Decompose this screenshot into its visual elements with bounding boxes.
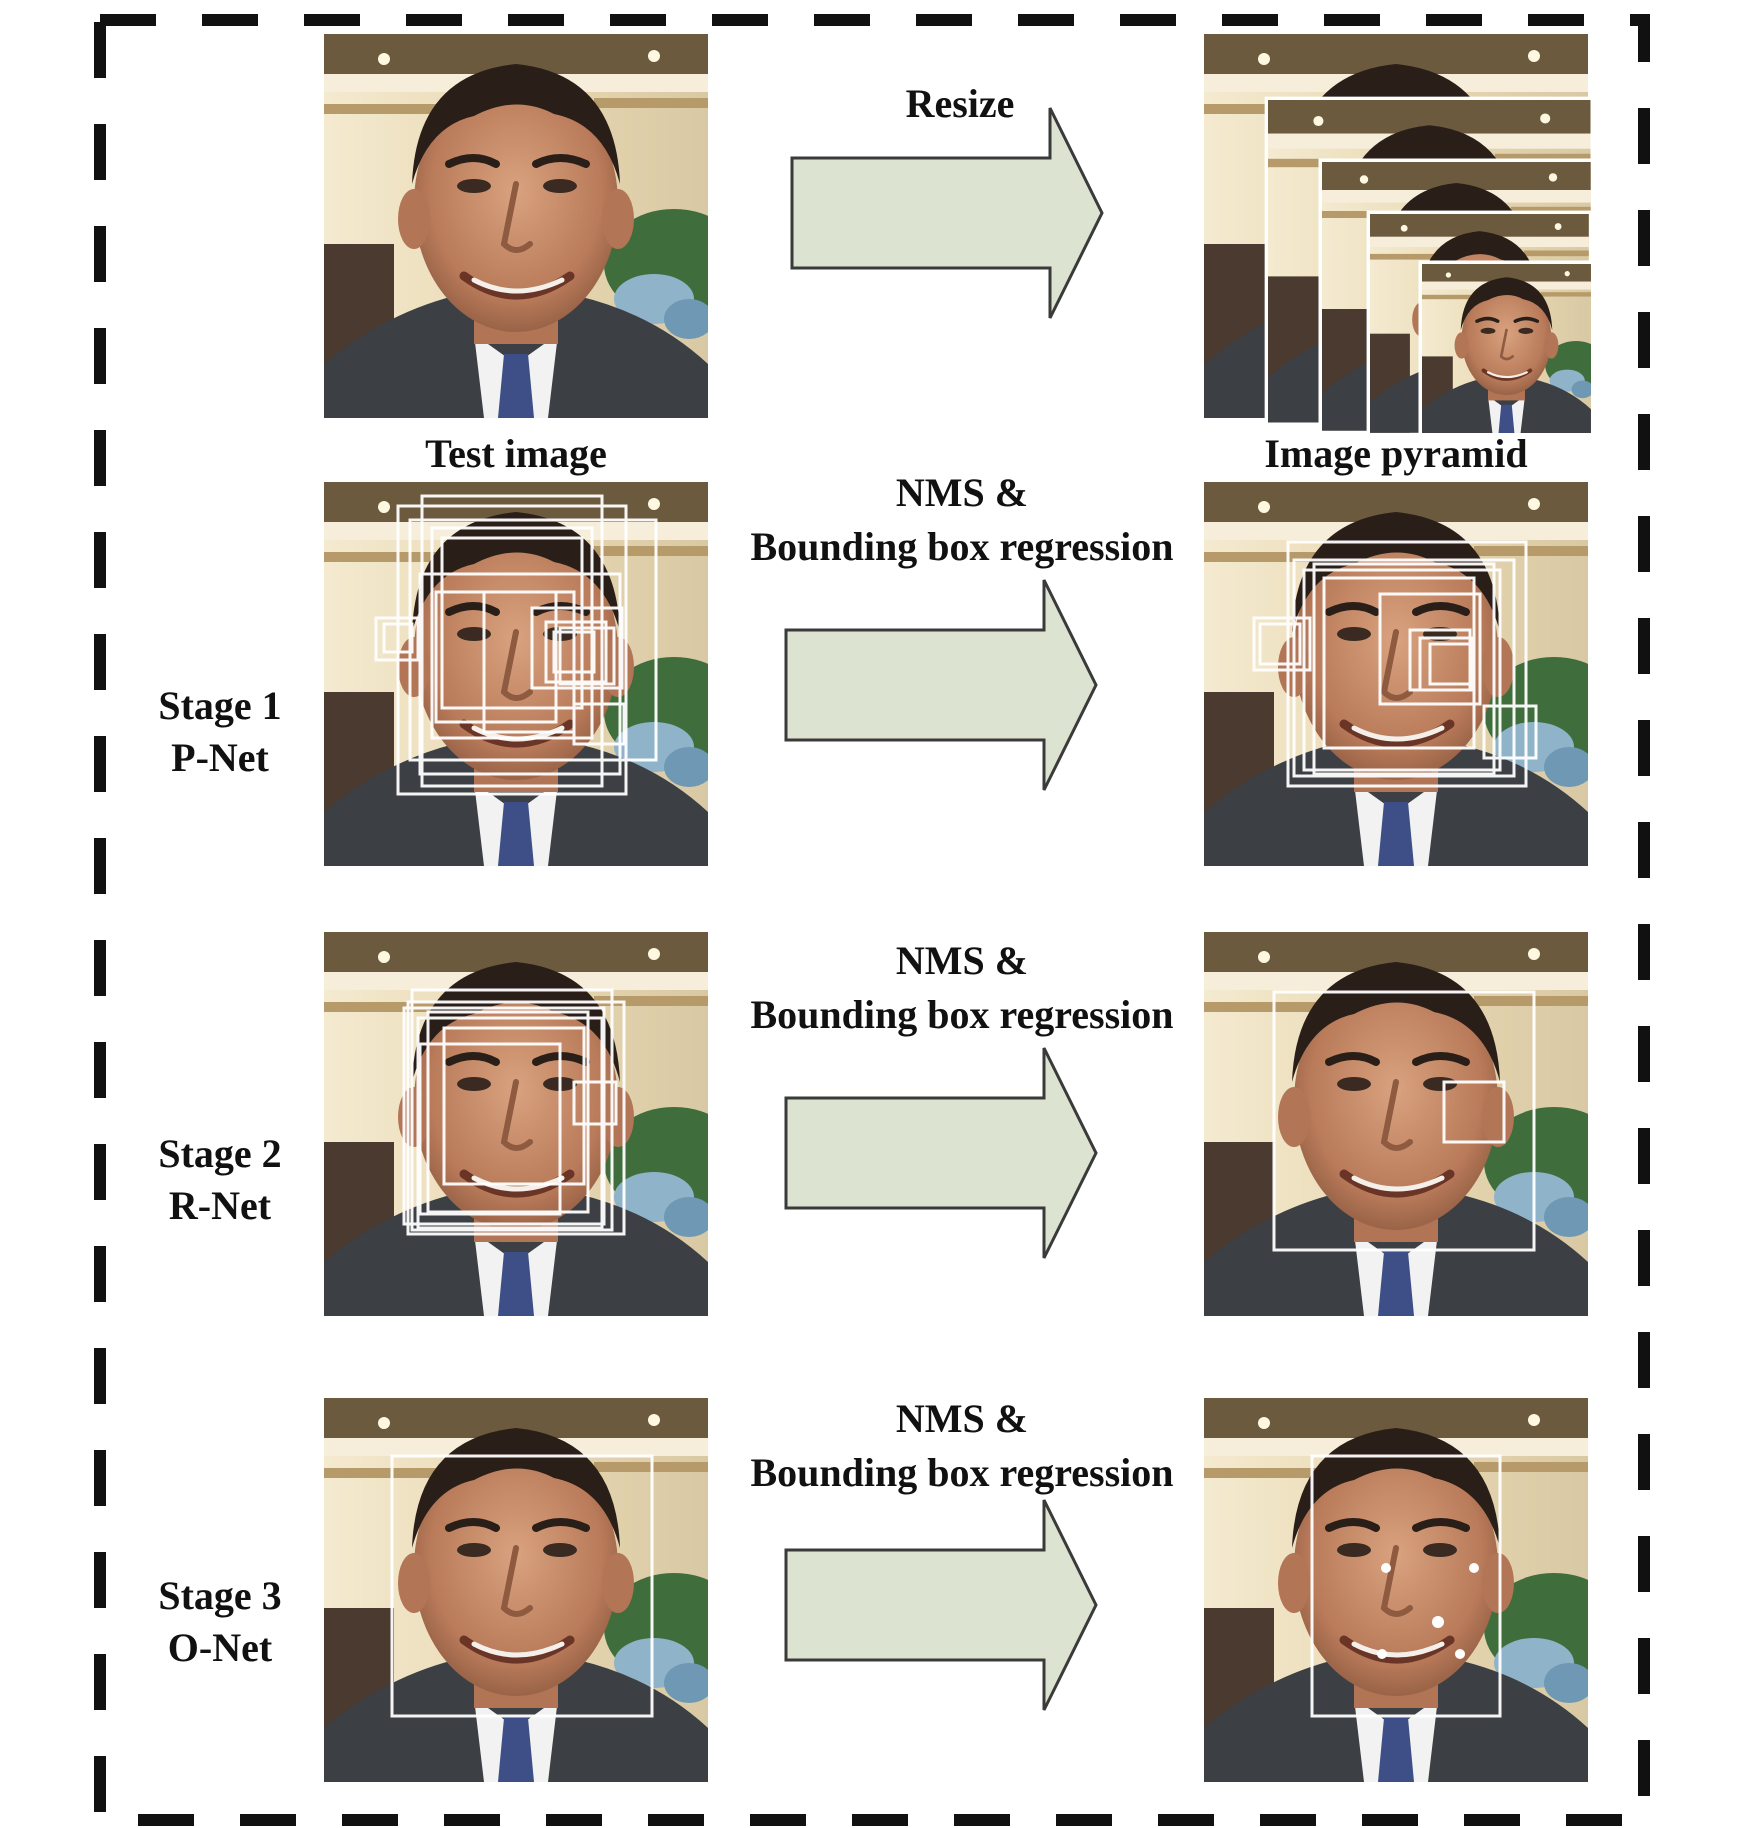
landmark-point-icon — [1469, 1563, 1479, 1573]
stage1-arrow-label: NMS & Bounding box regression — [722, 466, 1202, 574]
stage3-input-image — [324, 1398, 744, 1782]
nms-label: NMS & — [895, 470, 1029, 515]
dashed-outer-frame — [94, 14, 1650, 1826]
candidate-boxes — [390, 1454, 654, 1718]
face-photo-icon — [324, 482, 744, 866]
right-arrow-icon — [790, 106, 1104, 320]
stage3-arrow — [784, 1498, 1098, 1712]
test-image — [324, 34, 744, 418]
facial-landmarks — [1377, 1563, 1479, 1659]
face-photo-icon — [1204, 482, 1624, 866]
stage3-arrow-label: NMS & Bounding box regression — [722, 1392, 1202, 1500]
resize-label: Resize — [905, 81, 1015, 126]
refined-boxes — [1252, 540, 1538, 788]
stage-name: Stage 1 — [158, 683, 282, 728]
candidate-boxes — [374, 494, 658, 796]
right-arrow-icon — [784, 1498, 1098, 1712]
nms-label: NMS & — [895, 938, 1029, 983]
test-image-caption: Test image — [425, 431, 607, 476]
stage2-input-image — [324, 932, 744, 1316]
net-name: O-Net — [167, 1625, 273, 1670]
stage1-output-image — [1204, 482, 1624, 866]
face-photo-icon — [1204, 932, 1624, 1316]
bbox-regression-label: Bounding box regression — [750, 992, 1174, 1037]
bbox-regression-label: Bounding box regression — [750, 1450, 1174, 1495]
right-arrow-icon — [784, 1046, 1098, 1260]
net-name: P-Net — [171, 735, 269, 780]
right-arrow-icon — [784, 578, 1098, 792]
stage3-output-image — [1204, 1398, 1624, 1782]
stage1-input-image — [324, 482, 744, 866]
stage1-arrow — [784, 578, 1098, 792]
pyramid-caption: Image pyramid — [1264, 431, 1528, 476]
image-pyramid-icon — [1204, 34, 1595, 437]
landmark-point-icon — [1455, 1649, 1465, 1659]
stage2-arrow-label: NMS & Bounding box regression — [722, 934, 1202, 1042]
refined-boxes — [1272, 990, 1536, 1252]
stage-name: Stage 2 — [158, 1131, 282, 1176]
resize-arrow — [790, 106, 1104, 320]
final-box — [1310, 1454, 1502, 1718]
landmark-point-icon — [1377, 1649, 1387, 1659]
stage2-output-image — [1204, 932, 1624, 1316]
image-pyramid — [1204, 34, 1595, 437]
landmark-point-icon — [1432, 1616, 1444, 1628]
stage1-label: Stage 1 P-Net — [130, 680, 310, 784]
stage3-label: Stage 3 O-Net — [130, 1570, 310, 1674]
net-name: R-Net — [168, 1183, 272, 1228]
stage2-label: Stage 2 R-Net — [130, 1128, 310, 1232]
stage-name: Stage 3 — [158, 1573, 282, 1618]
landmark-point-icon — [1381, 1563, 1391, 1573]
bbox-regression-label: Bounding box regression — [750, 524, 1174, 569]
stage2-arrow — [784, 1046, 1098, 1260]
face-photo-icon — [324, 34, 744, 418]
nms-label: NMS & — [895, 1396, 1029, 1441]
candidate-boxes — [402, 988, 626, 1236]
